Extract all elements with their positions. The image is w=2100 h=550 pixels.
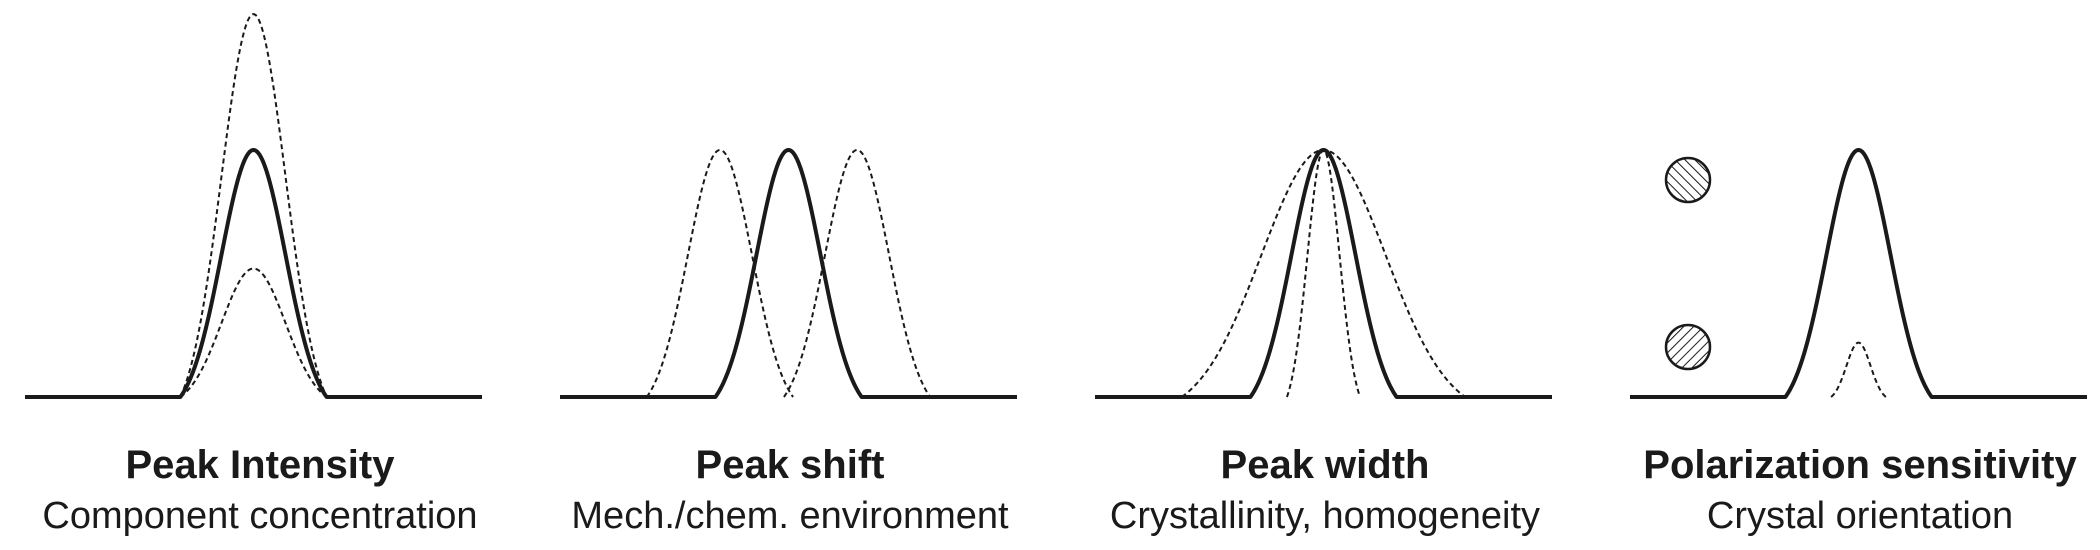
reference-peak [1630, 148, 2087, 399]
caption-title: Polarization sensitivity [1643, 443, 2077, 487]
hatch-diagonal-up-icon [1664, 156, 1712, 204]
caption-subtitle: Crystallinity, homogeneity [1109, 495, 1541, 537]
caption-peak-intensity: Peak Intensity Component concentration [0, 440, 520, 542]
caption-peak-shift: Peak shift Mech./chem. environment [530, 440, 1050, 542]
caption-title: Peak width [1220, 443, 1430, 487]
panel-peak-shift [560, 148, 1017, 399]
reference-peak [560, 148, 1017, 399]
variant-peak-0 [1830, 341, 1887, 398]
caption-subtitle: Crystal orientation [1706, 495, 2014, 537]
caption-title: Peak Intensity [125, 443, 395, 487]
variant-peak-1 [783, 149, 931, 398]
caption-peak-width: Peak width Crystallinity, homogeneity [1065, 440, 1585, 542]
peak-diagram [25, 13, 2087, 399]
panel-peak-width [1095, 148, 1552, 399]
panel-polarization-sensitivity [1630, 148, 2087, 399]
variant-peak-0 [1181, 149, 1466, 398]
caption-subtitle: Mech./chem. environment [571, 495, 1009, 537]
reference-peak [25, 148, 482, 399]
panel-peak-intensity [25, 13, 482, 399]
caption-polarization-sensitivity: Polarization sensitivity Crystal orienta… [1600, 440, 2100, 542]
hatch-diagonal-down-icon [1664, 323, 1712, 371]
variant-peak-0 [179, 13, 328, 398]
caption-subtitle: Component concentration [42, 495, 478, 537]
variant-peak-0 [646, 149, 794, 398]
caption-title: Peak shift [695, 443, 885, 487]
variant-peak-1 [1285, 149, 1362, 398]
variant-peak-1 [179, 267, 328, 398]
reference-peak [1095, 148, 1552, 399]
